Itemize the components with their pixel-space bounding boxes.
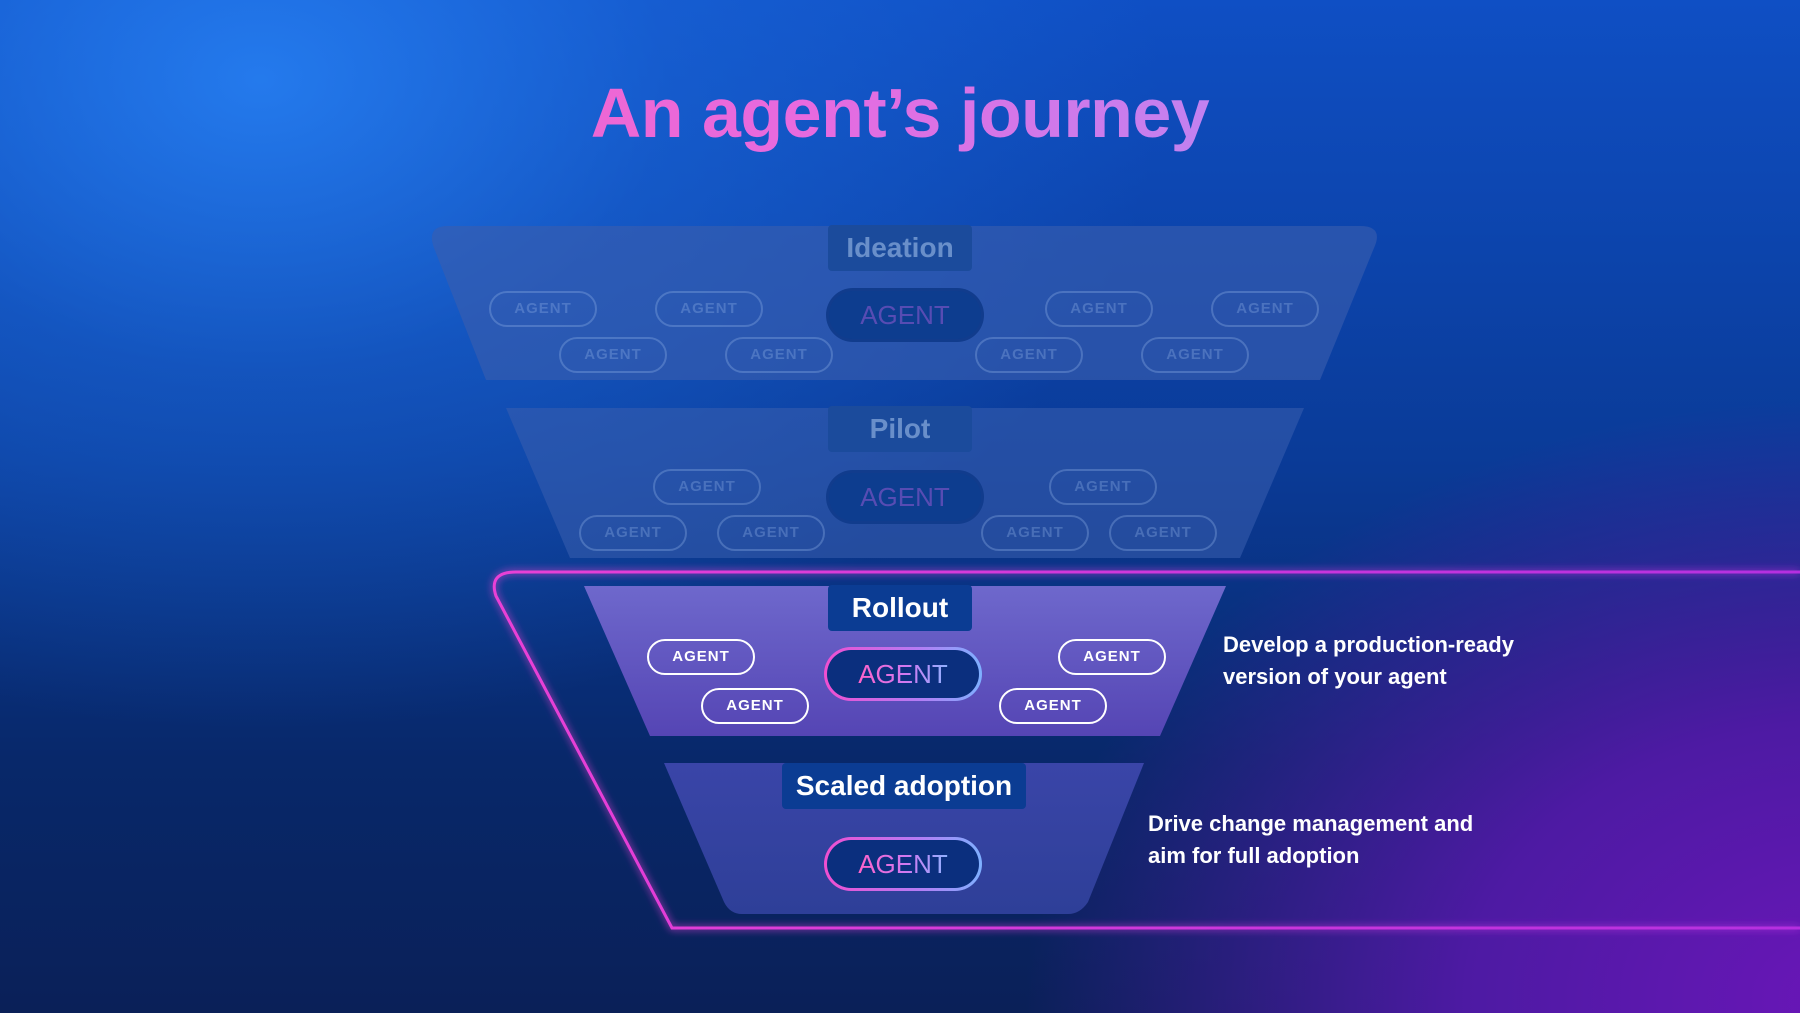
agent-pill: AGENT: [653, 469, 761, 505]
agent-pill: AGENT: [701, 688, 809, 724]
stage-label-ideation: Ideation: [828, 225, 972, 271]
rollout-description-line-2: version of your agent: [1223, 664, 1447, 689]
scaled-adoption-description-line-2: aim for full adoption: [1148, 843, 1360, 868]
rollout-description-line-1: Develop a production-ready: [1223, 632, 1514, 657]
page-title: An agent’s journey: [0, 68, 1800, 158]
agent-pill: AGENT: [489, 291, 597, 327]
agent-pill: AGENT: [1109, 515, 1217, 551]
scaled-adoption-description: Drive change management and aim for full…: [1148, 808, 1473, 872]
agent-pill: AGENT: [647, 639, 755, 675]
agent-pill: AGENT: [1211, 291, 1319, 327]
main-agent-rollout: AGENT: [824, 647, 982, 701]
agent-pill: AGENT: [655, 291, 763, 327]
stage-label-rollout: Rollout: [828, 585, 972, 631]
agent-pill: AGENT: [579, 515, 687, 551]
agent-pill: AGENT: [999, 688, 1107, 724]
agent-pill: AGENT: [981, 515, 1089, 551]
agent-pill: AGENT: [1049, 469, 1157, 505]
stage-label-scaled-adoption: Scaled adoption: [782, 763, 1026, 809]
agent-pill: AGENT: [1141, 337, 1249, 373]
agent-pill: AGENT: [725, 337, 833, 373]
agent-pill: AGENT: [1058, 639, 1166, 675]
main-agent-pilot: AGENT: [826, 470, 984, 524]
main-agent-scaled-adoption: AGENT: [824, 837, 982, 891]
stage-label-pilot: Pilot: [828, 406, 972, 452]
highlight-outline: [492, 570, 1800, 930]
main-agent-ideation: AGENT: [826, 288, 984, 342]
agent-pill: AGENT: [717, 515, 825, 551]
agent-pill: AGENT: [1045, 291, 1153, 327]
rollout-description: Develop a production-ready version of yo…: [1223, 629, 1514, 693]
scaled-adoption-description-line-1: Drive change management and: [1148, 811, 1474, 836]
agent-pill: AGENT: [559, 337, 667, 373]
agent-pill: AGENT: [975, 337, 1083, 373]
